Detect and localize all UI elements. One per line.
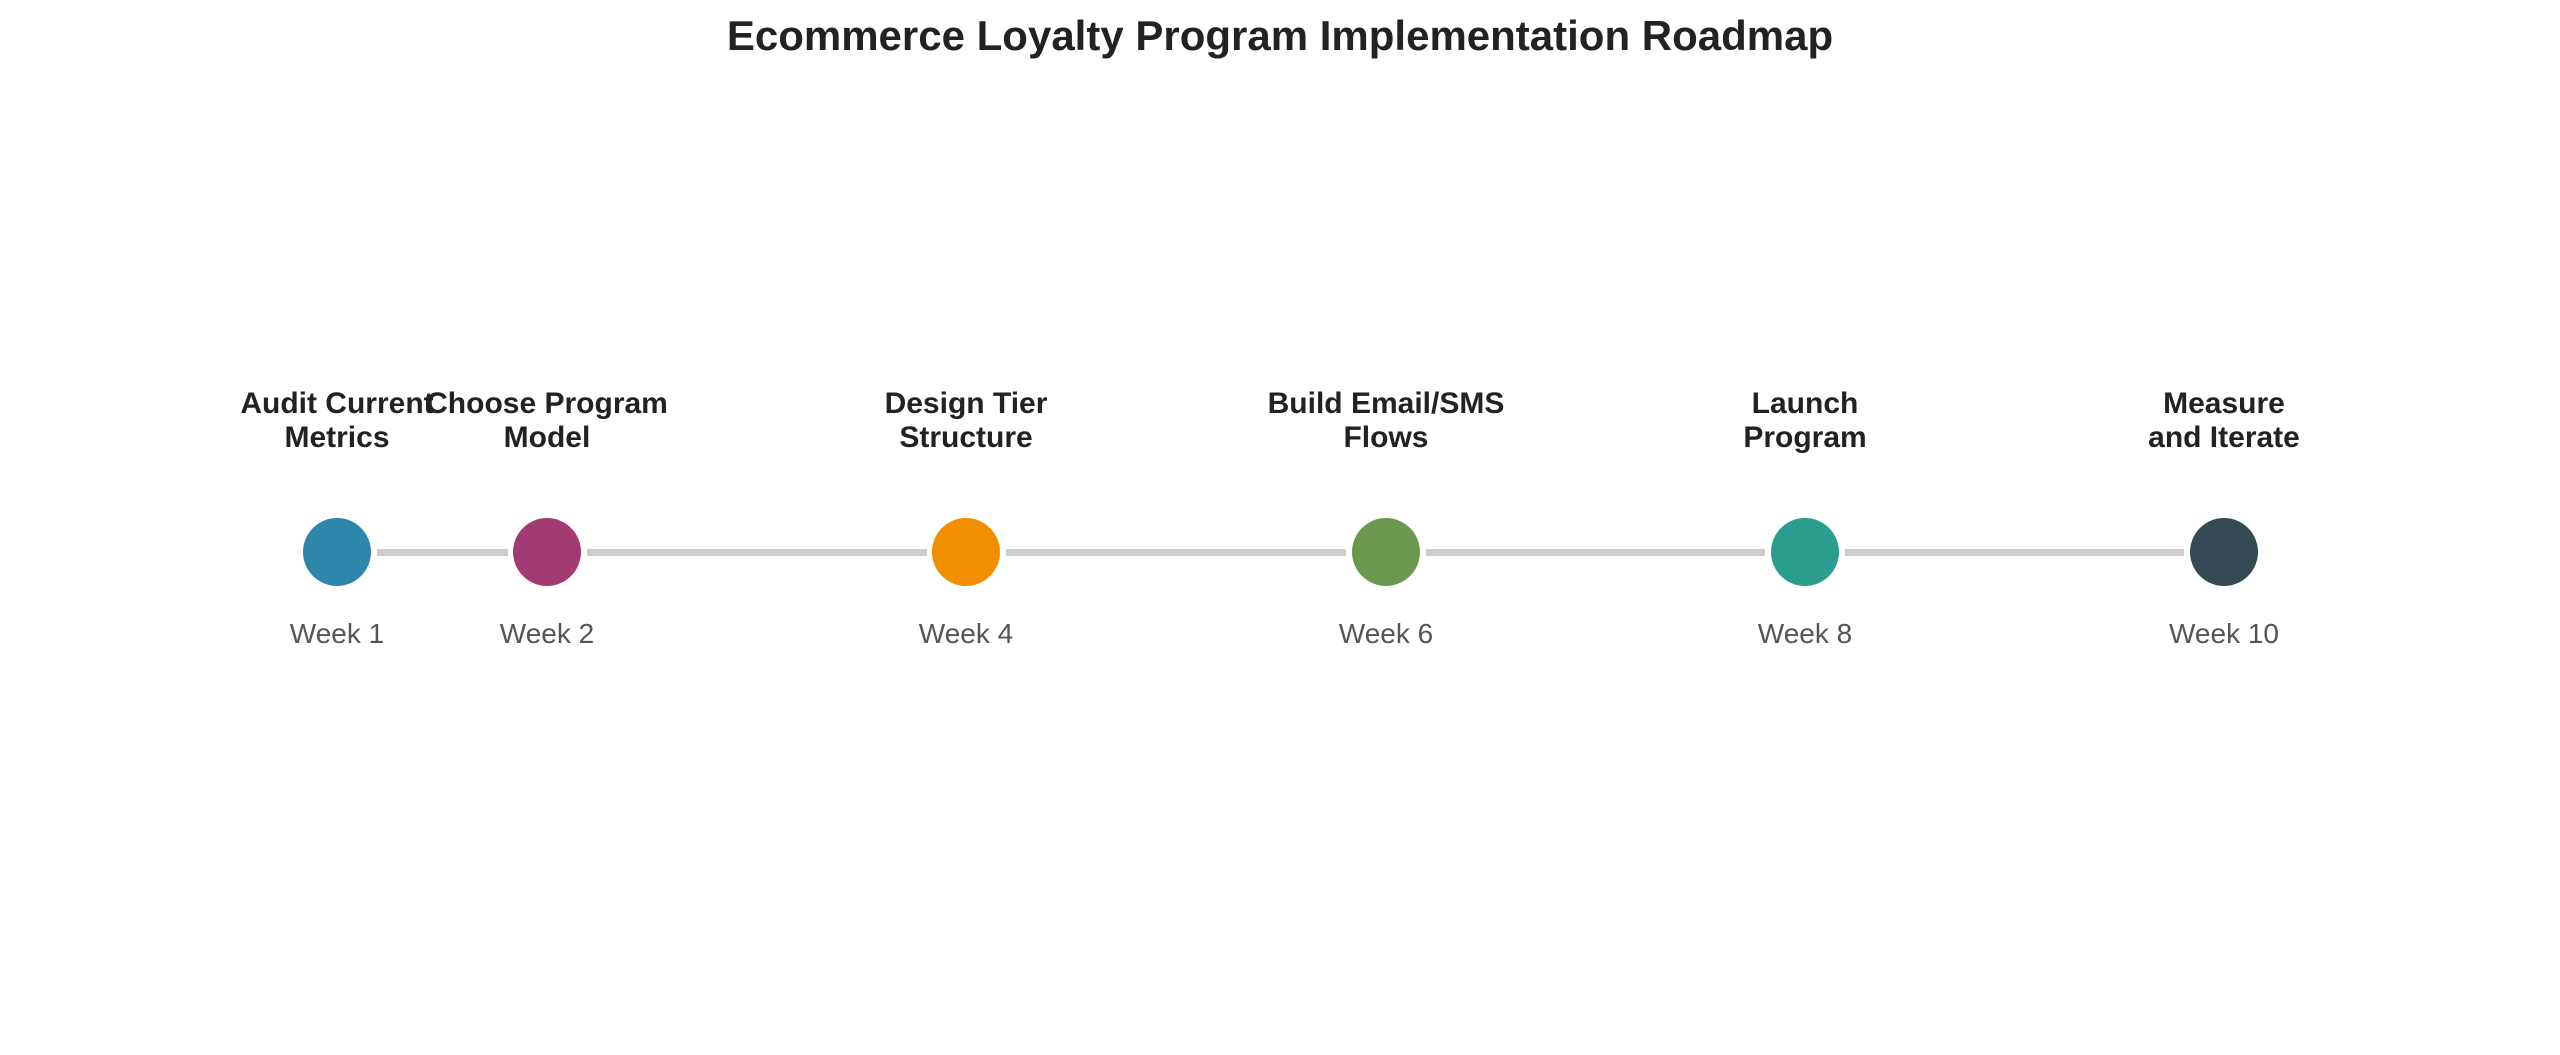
milestone-node: [932, 518, 1000, 586]
milestone-week: Week 8: [1757, 618, 1853, 649]
milestone-title: Launch Program: [1743, 387, 1867, 454]
milestone-node: [1771, 518, 1839, 586]
milestone-node: [303, 518, 371, 586]
milestone-week: Week 2: [499, 618, 595, 649]
milestone-node: [513, 518, 581, 586]
milestone-week: Week 10: [2169, 618, 2279, 649]
connector-4-6: [1006, 549, 1346, 556]
connector-1-2: [377, 549, 508, 556]
page-title: Ecommerce Loyalty Program Implementation…: [726, 12, 1834, 59]
connector-6-8: [1426, 549, 1765, 556]
milestone-title: Build Email/SMS Flows: [1267, 387, 1505, 454]
milestone-title: Choose Program Model: [426, 387, 668, 454]
milestone-node: [1352, 518, 1420, 586]
milestone-title: Audit Current Metrics: [240, 387, 434, 454]
connector-8-10: [1845, 549, 2184, 556]
milestone-node: [2190, 518, 2258, 586]
milestone-week: Week 6: [1338, 618, 1434, 649]
milestone-title: Design Tier Structure: [884, 387, 1048, 454]
milestone-week: Week 1: [289, 618, 385, 649]
connector-2-4: [587, 549, 927, 556]
milestone-week: Week 4: [918, 618, 1014, 649]
milestone-title: Measure and Iterate: [2148, 387, 2300, 454]
